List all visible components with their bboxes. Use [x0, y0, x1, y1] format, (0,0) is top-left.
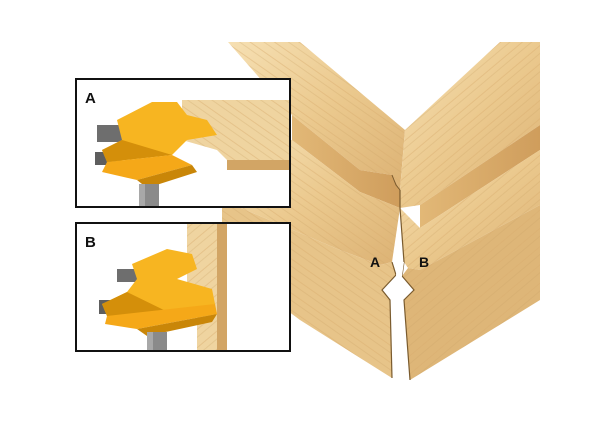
inset-label-b: B	[85, 234, 96, 251]
inset-panel-a: A	[75, 78, 291, 208]
joint-label-b: B	[419, 254, 430, 270]
router-bit-a-illustration	[95, 100, 289, 206]
upper-board-right	[400, 42, 540, 228]
router-bit-b-illustration	[99, 224, 227, 350]
joint-seam	[381, 174, 415, 381]
lower-board-right	[400, 150, 540, 380]
inset-label-a: A	[85, 90, 96, 107]
inset-panel-b: B	[75, 222, 291, 352]
joint-label-a: A	[370, 254, 381, 270]
